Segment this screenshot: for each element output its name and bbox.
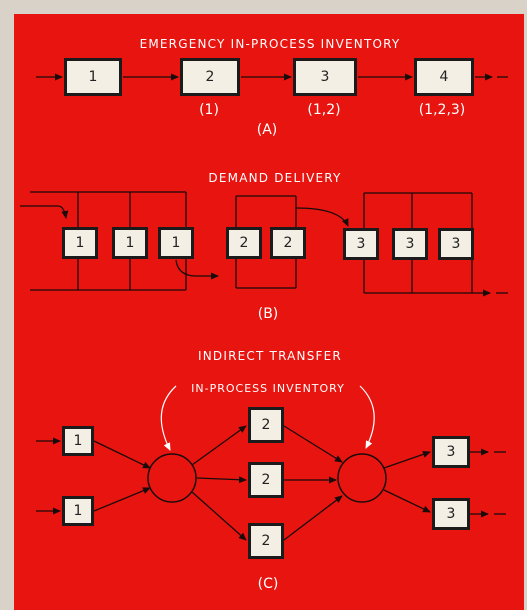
panel-a-title: EMERGENCY IN-PROCESS INVENTORY [140, 37, 401, 51]
station-label: 1 [126, 235, 135, 251]
panel-b: DEMAND DELIVERY 1 1 [20, 171, 508, 322]
station-label: 1 [74, 503, 83, 519]
station-label: 2 [262, 417, 271, 433]
station-label: 3 [321, 69, 330, 85]
station-box-a3: 3 [293, 58, 357, 96]
station-label: 3 [357, 236, 366, 252]
station-box-b6: 3 [343, 228, 379, 260]
station-label: 4 [440, 69, 449, 85]
station-label: 2 [240, 235, 249, 251]
station-box-b2: 1 [112, 227, 148, 259]
panel-c-title: INDIRECT TRANSFER [198, 349, 342, 363]
station-sublabel: (1,2) [307, 102, 340, 118]
station-label: 2 [262, 472, 271, 488]
junction-circle-right [337, 453, 387, 503]
junction-circle-left [147, 453, 197, 503]
station-box-c-mid1: 2 [248, 407, 284, 443]
panel-b-title: DEMAND DELIVERY [208, 171, 341, 185]
panel-a-caption: (A) [257, 122, 278, 138]
station-box-c-out1: 3 [432, 436, 470, 468]
station-box-b3: 1 [158, 227, 194, 259]
station-box-b4: 2 [226, 227, 262, 259]
station-box-c-in1: 1 [62, 426, 94, 456]
station-box-c-in2: 1 [62, 496, 94, 526]
station-label: 2 [262, 533, 271, 549]
station-box-c-out2: 3 [432, 498, 470, 530]
panel-c-caption: (C) [258, 576, 279, 592]
panel-a: EMERGENCY IN-PROCESS INVENTORY 1 2 3 4 (… [36, 37, 508, 138]
station-box-b1: 1 [62, 227, 98, 259]
station-label: 1 [89, 69, 98, 85]
station-label: 1 [74, 433, 83, 449]
station-box-b5: 2 [270, 227, 306, 259]
station-label: 1 [76, 235, 85, 251]
station-box-a1: 1 [64, 58, 122, 96]
station-sublabel: (1,2,3) [419, 102, 466, 118]
station-label: 3 [406, 236, 415, 252]
station-label: 3 [447, 444, 456, 460]
station-box-c-mid3: 2 [248, 523, 284, 559]
station-label: 2 [284, 235, 293, 251]
station-box-b8: 3 [438, 228, 474, 260]
station-box-c-mid2: 2 [248, 462, 284, 498]
station-label: 3 [452, 236, 461, 252]
station-label: 3 [447, 506, 456, 522]
station-box-b7: 3 [392, 228, 428, 260]
panel-c-subtitle: IN-PROCESS INVENTORY [191, 382, 345, 395]
panel-b-caption: (B) [258, 306, 279, 322]
panel-c: INDIRECT TRANSFER IN-PROCESS INVENTORY [36, 349, 506, 592]
station-label: 2 [206, 69, 215, 85]
station-box-a2: 2 [180, 58, 240, 96]
station-sublabel: (1) [199, 102, 219, 118]
station-box-a4: 4 [414, 58, 474, 96]
station-label: 1 [172, 235, 181, 251]
